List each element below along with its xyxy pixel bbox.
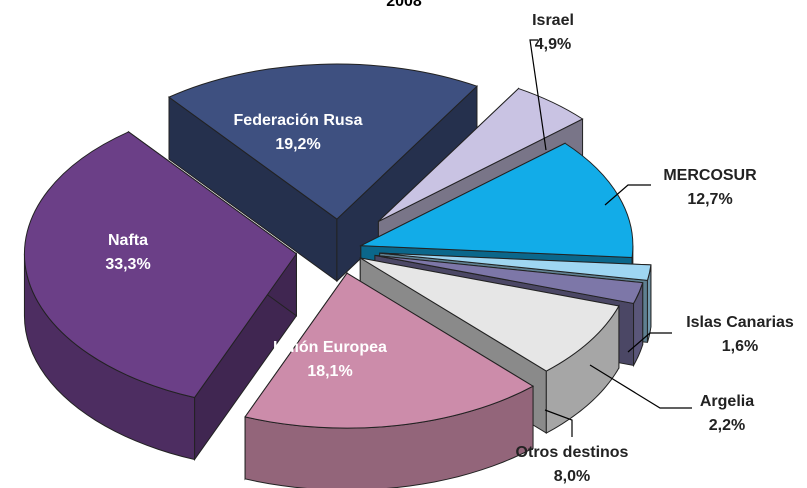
leader-line-islas-canarias [627, 332, 672, 353]
slice-value-israel: 4,9% [535, 36, 571, 53]
slice-value-islas-canarias: 1,6% [722, 338, 758, 355]
chart-title: 2008 [386, 0, 422, 10]
slice-top [358, 142, 634, 258]
slice-top [167, 63, 478, 220]
slice-value-federaci-n-rusa: 19,2% [275, 136, 320, 153]
slice-top [378, 87, 584, 222]
pie-slice-nafta [23, 130, 298, 462]
leader-line-argelia [589, 364, 692, 409]
pie-slice-uni-n-europea [244, 271, 535, 488]
leader-line-mercosur [604, 184, 651, 206]
slice-top [23, 131, 298, 399]
slice-value-uni-n-europea: 18,1% [307, 363, 352, 380]
slice-label-argelia: Argelia [700, 393, 754, 410]
slice-label-otros-destinos: Otros destinos [516, 444, 629, 461]
slice-label-israel: Israel [532, 12, 574, 29]
slice-value-otros-destinos: 8,0% [554, 468, 590, 485]
slice-top [379, 252, 652, 281]
slice-value-nafta: 33,3% [105, 256, 150, 273]
slice-label-mercosur: MERCOSUR [663, 167, 757, 184]
slice-value-argelia: 2,2% [709, 417, 745, 434]
slice-label-uni-n-europea: Unión Europea [273, 339, 387, 356]
leader-line-otros-destinos [544, 409, 573, 437]
slice-label-nafta: Nafta [108, 232, 148, 249]
slice-top [374, 254, 644, 304]
pie-slice-federaci-n-rusa [167, 63, 478, 283]
leader-line-israel [529, 39, 547, 151]
slice-value-mercosur: 12,7% [687, 191, 732, 208]
slice-label-federaci-n-rusa: Federación Rusa [234, 112, 363, 129]
slice-top [359, 257, 620, 372]
slice-label-islas-canarias: Islas Canarias [686, 314, 794, 331]
slice-top [244, 272, 535, 429]
